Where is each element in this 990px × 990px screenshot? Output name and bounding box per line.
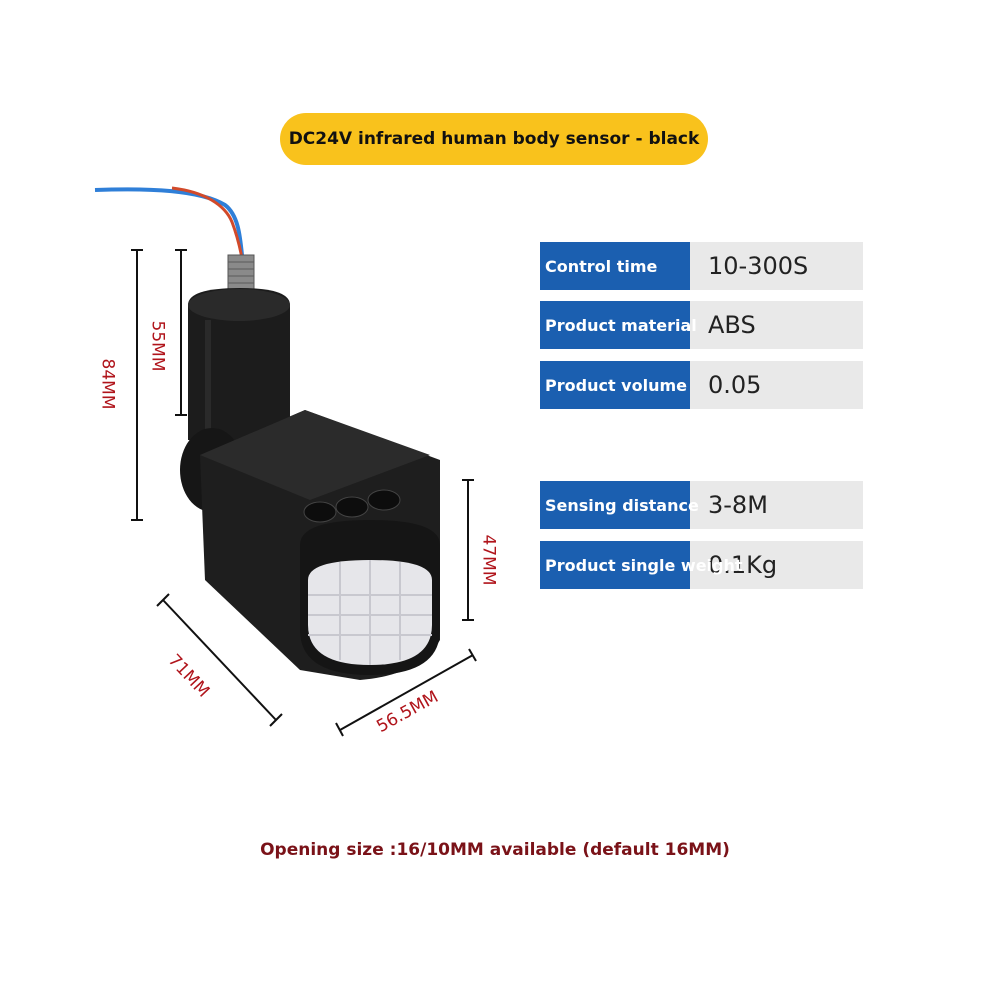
spec-value: 10-300S [708,252,809,280]
spec-value: 0.05 [708,371,762,399]
knob-3 [367,489,401,511]
spec-row-material: Product material ABS [540,301,863,349]
spec-label: Control time [540,242,690,290]
spec-value: 0.1Kg [708,551,778,579]
spec-value: ABS [708,311,756,339]
spec-value: 3-8M [708,491,768,519]
tube-body [188,288,290,440]
spec-label: Sensing distance [540,481,699,529]
knob-2 [335,496,369,518]
spec-label: Product volume [540,361,690,409]
knob-1 [303,501,337,523]
title-text: DC24V infrared human body sensor - black [288,129,700,149]
spec-row-control-time: Control time 10-300S [540,242,863,290]
red-wire [171,186,244,259]
dimension-total-height: 84MM [97,358,118,410]
blue-wire [94,187,244,256]
title-banner: DC24V infrared human body sensor - black [280,113,708,165]
threaded-connector [227,254,255,294]
dimension-head-height: 47MM [478,534,499,586]
spec-row-sensing-distance: Sensing distance 3-8M [540,481,863,529]
footer-note: Opening size :16/10MM available (default… [260,840,730,860]
dimension-tube-height: 55MM [147,320,168,372]
spec-label: Product material [540,301,697,349]
spec-label: Product single weight [540,541,743,589]
spec-row-volume: Product volume 0.05 [540,361,863,409]
spec-row-weight: Product single weight 0.1Kg [540,541,863,589]
